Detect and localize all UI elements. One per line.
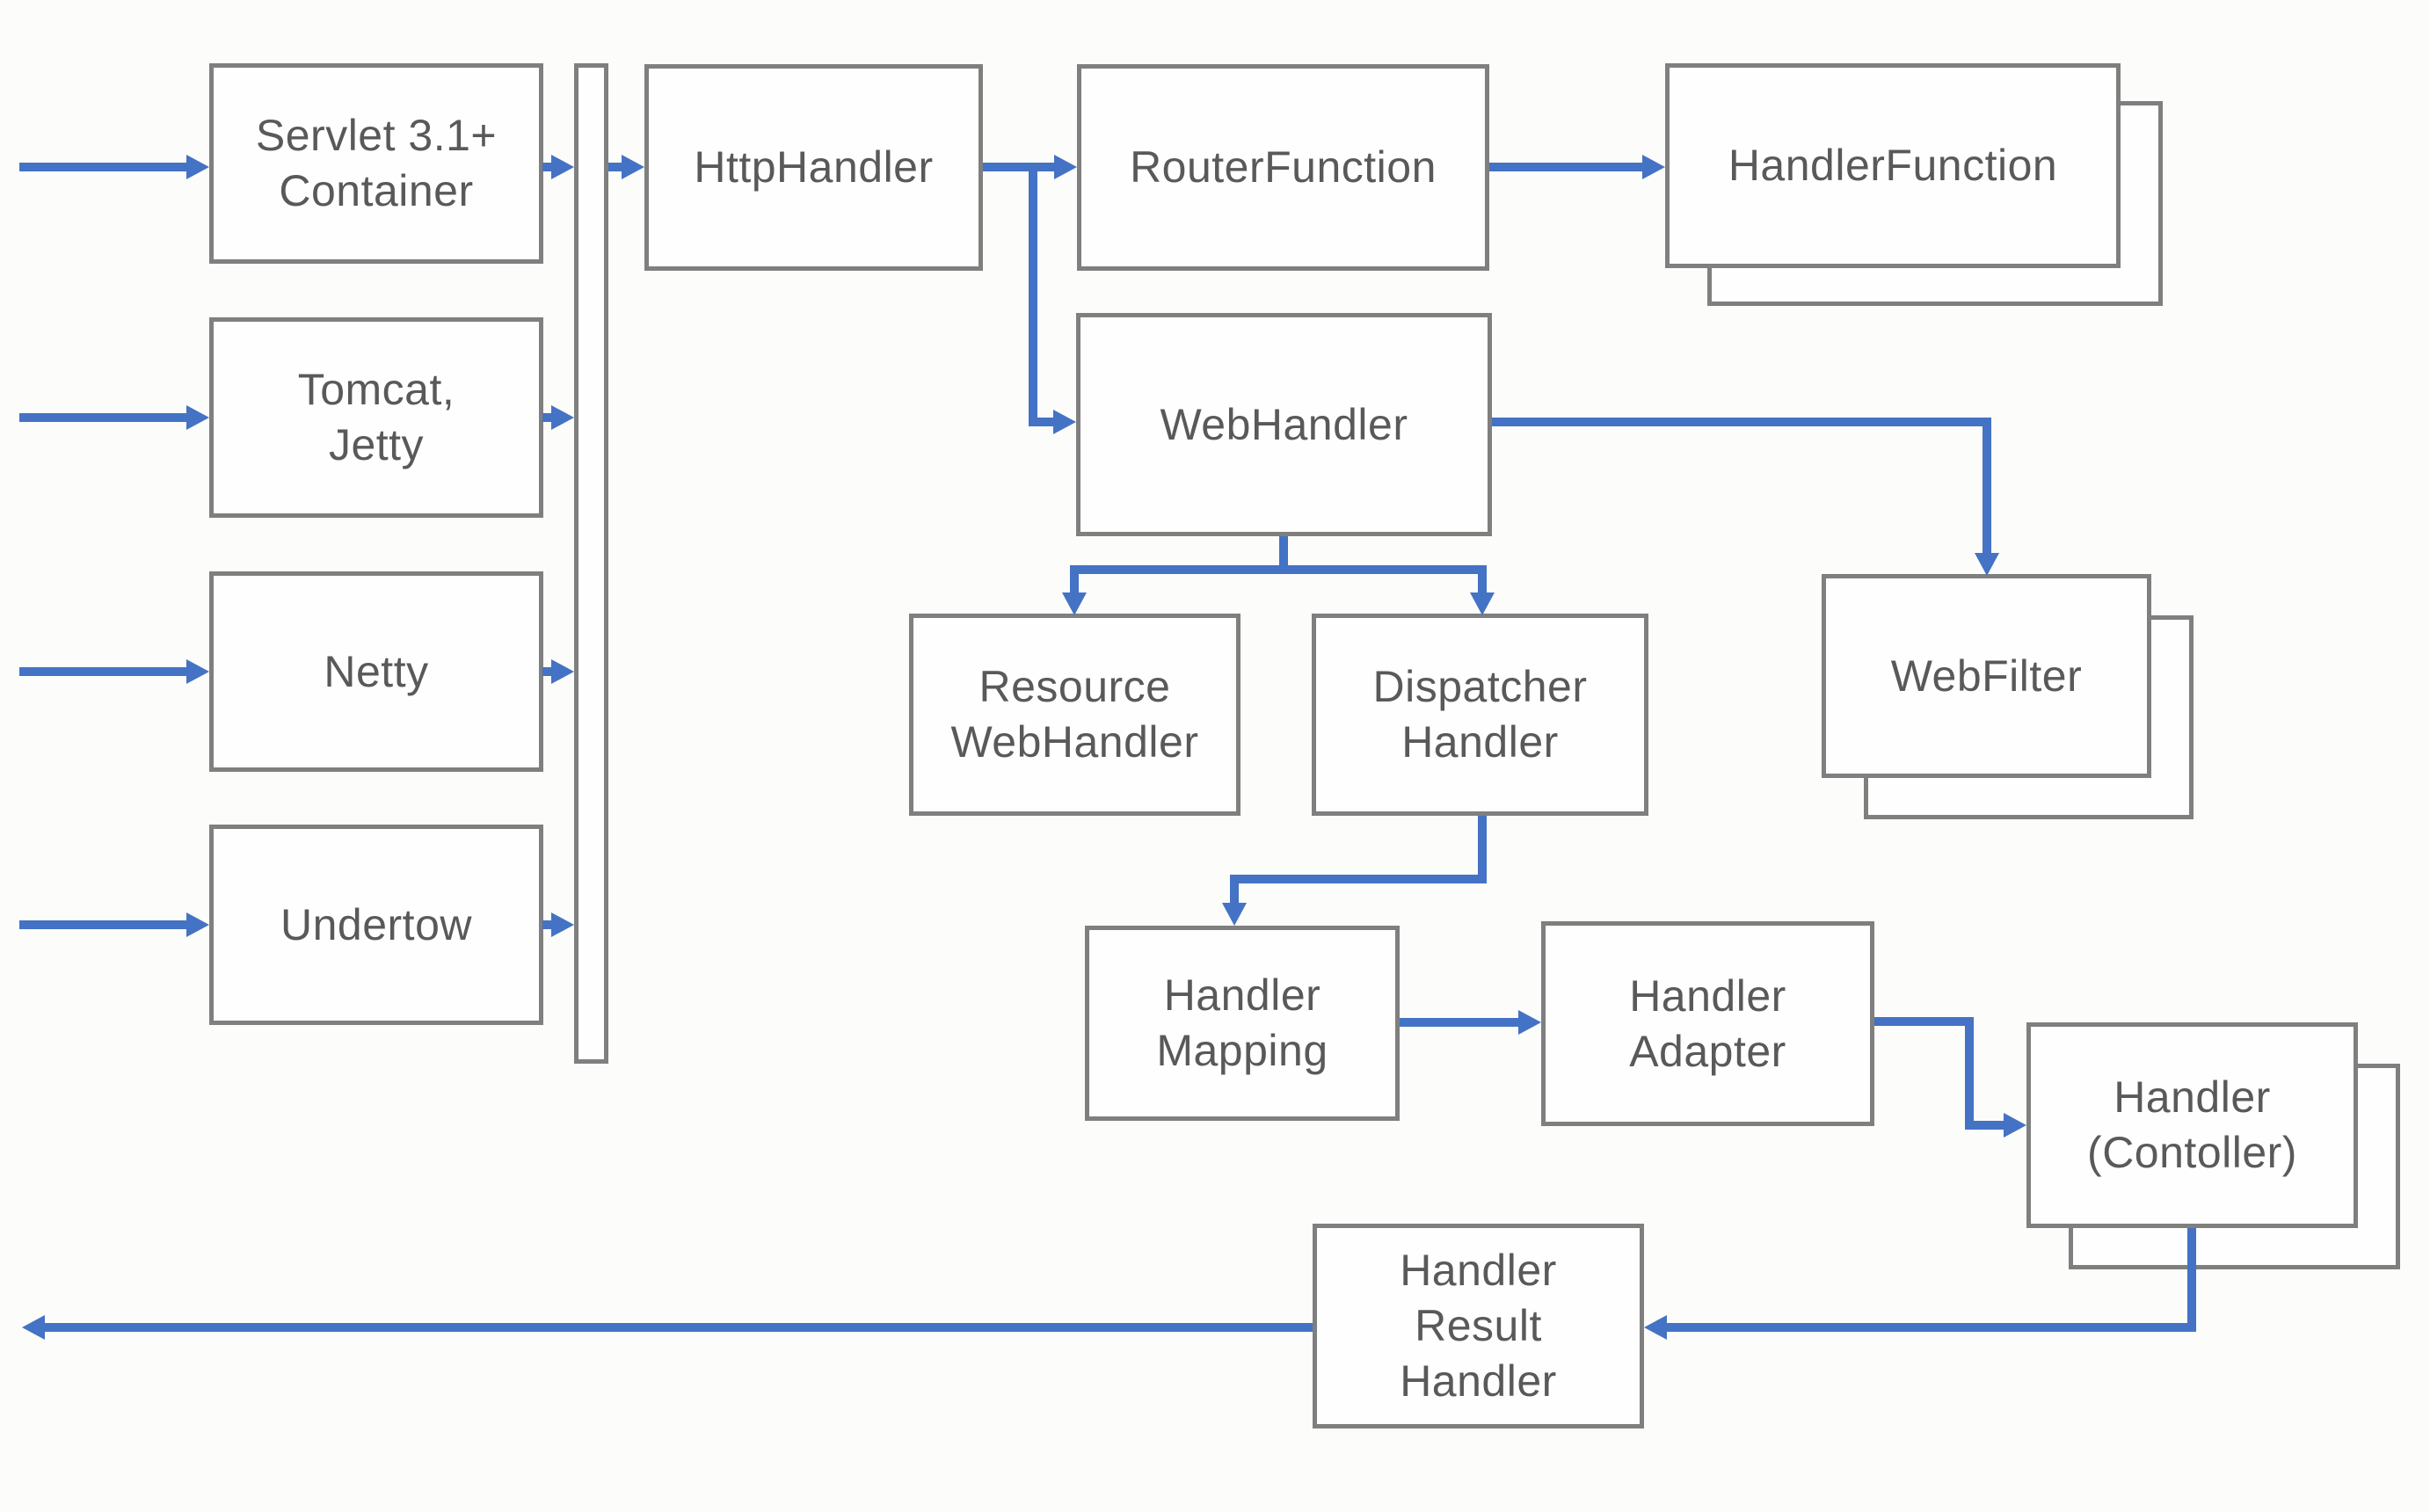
node-netty-label: Netty [324,646,429,696]
node-resource-web-handler: Resource WebHandler [909,614,1240,816]
arrow-adapter-to-controller-head [2004,1113,2026,1138]
arrow-dispatcher-to-mapping-head [1222,903,1247,926]
arrow-adapter-to-controller-h2 [1965,1121,2005,1130]
arrow-webhandler-to-webfilter-horizontal [1492,418,1991,426]
arrow-http-to-router-head [1054,155,1077,179]
arrow-dispatcher-to-mapping-v1 [1478,816,1487,883]
node-handler-function: HandlerFunction [1665,63,2121,268]
arrow-undertow-to-bar [542,920,553,929]
node-servlet-container: Servlet 3.1+ Container [209,63,543,264]
arrow-controller-to-result-head [1644,1315,1667,1340]
arrow-adapter-to-controller-v [1965,1017,1974,1130]
arrow-bar-to-http-handler [608,163,623,171]
arrow-router-to-handler-function [1489,163,1644,171]
node-handler-controller-label: Handler (Contoller) [2087,1072,2297,1177]
node-undertow-label: Undertow [280,899,472,949]
node-tomcat-jetty: Tomcat, Jetty [209,317,543,518]
node-web-filter: WebFilter [1822,574,2151,778]
arrow-in-netty-head [186,659,209,684]
arrow-mapping-to-adapter [1400,1018,1520,1027]
arrow-split-to-resource-vertical [1070,565,1079,592]
arrow-netty-to-bar [542,667,553,676]
arrow-webhandler-split-bar [1070,565,1487,574]
arrow-in-servlet-head [186,155,209,179]
arrow-webhandler-to-webfilter-head [1975,553,1999,576]
node-undertow: Undertow [209,825,543,1025]
arrow-controller-to-result-h [1667,1323,2196,1332]
node-handler-controller: Handler (Contoller) [2026,1022,2358,1228]
arrow-http-to-webhandler-horizontal [1029,418,1055,426]
node-http-handler: HttpHandler [644,64,983,271]
node-servlet-container-label: Servlet 3.1+ Container [255,111,498,215]
node-dispatcher-handler: Dispatcher Handler [1312,614,1648,816]
arrow-webhandler-to-webfilter-vertical [1983,418,1991,555]
node-handler-mapping-label: Handler Mapping [1156,970,1328,1075]
node-router-function: RouterFunction [1077,64,1489,271]
arrow-http-to-router [983,163,1056,171]
arrow-adapter-to-controller-h1 [1874,1017,1974,1026]
arrow-bar-to-http-handler-head [622,155,644,179]
arrow-split-to-resource-head [1062,592,1087,615]
node-handler-adapter: Handler Adapter [1541,921,1874,1126]
arrow-response-out [43,1323,1313,1332]
arrow-servlet-to-bar [542,163,553,171]
arrow-tomcat-to-bar [542,413,553,422]
arrow-in-tomcat [19,413,188,422]
arrow-controller-to-result-v [2187,1228,2196,1332]
arrow-servlet-to-bar-head [551,155,574,179]
arrow-webhandler-split-stub [1279,536,1288,574]
arrow-response-out-head [22,1315,45,1340]
arrow-netty-to-bar-head [551,659,574,684]
node-handler-adapter-label: Handler Adapter [1629,970,1786,1076]
node-handler-function-label: HandlerFunction [1728,141,2058,190]
arrow-http-to-webhandler-head [1053,410,1076,434]
node-handler-mapping: Handler Mapping [1085,926,1400,1121]
arrow-in-undertow [19,920,188,929]
node-web-handler: WebHandler [1076,313,1492,536]
adapter-layer-bar [574,63,608,1064]
arrow-in-servlet [19,163,188,171]
node-web-handler-label: WebHandler [1160,399,1408,449]
node-router-function-label: RouterFunction [1130,142,1437,192]
node-handler-result-handler-label: Handler Result Handler [1400,1246,1557,1406]
node-http-handler-label: HttpHandler [694,142,934,192]
arrow-split-to-dispatcher-vertical [1478,565,1487,592]
arrow-in-tomcat-head [186,405,209,430]
node-resource-web-handler-label: Resource WebHandler [950,662,1199,767]
arrow-dispatcher-to-mapping-v2 [1230,875,1239,905]
arrow-http-to-webhandler-vertical [1029,167,1037,426]
node-tomcat-jetty-label: Tomcat, Jetty [297,365,455,469]
arrow-dispatcher-to-mapping-h [1230,875,1487,883]
arrow-in-undertow-head [186,912,209,937]
arrow-mapping-to-adapter-head [1518,1010,1541,1035]
node-web-filter-label: WebFilter [1890,651,2083,701]
arrow-router-to-handler-function-head [1642,155,1665,179]
node-dispatcher-handler-label: Dispatcher Handler [1372,662,1588,767]
arrow-split-to-dispatcher-head [1470,592,1495,615]
arrow-undertow-to-bar-head [551,912,574,937]
arrow-tomcat-to-bar-head [551,405,574,430]
node-handler-result-handler: Handler Result Handler [1313,1224,1644,1428]
arrow-in-netty [19,667,188,676]
node-netty: Netty [209,571,543,772]
